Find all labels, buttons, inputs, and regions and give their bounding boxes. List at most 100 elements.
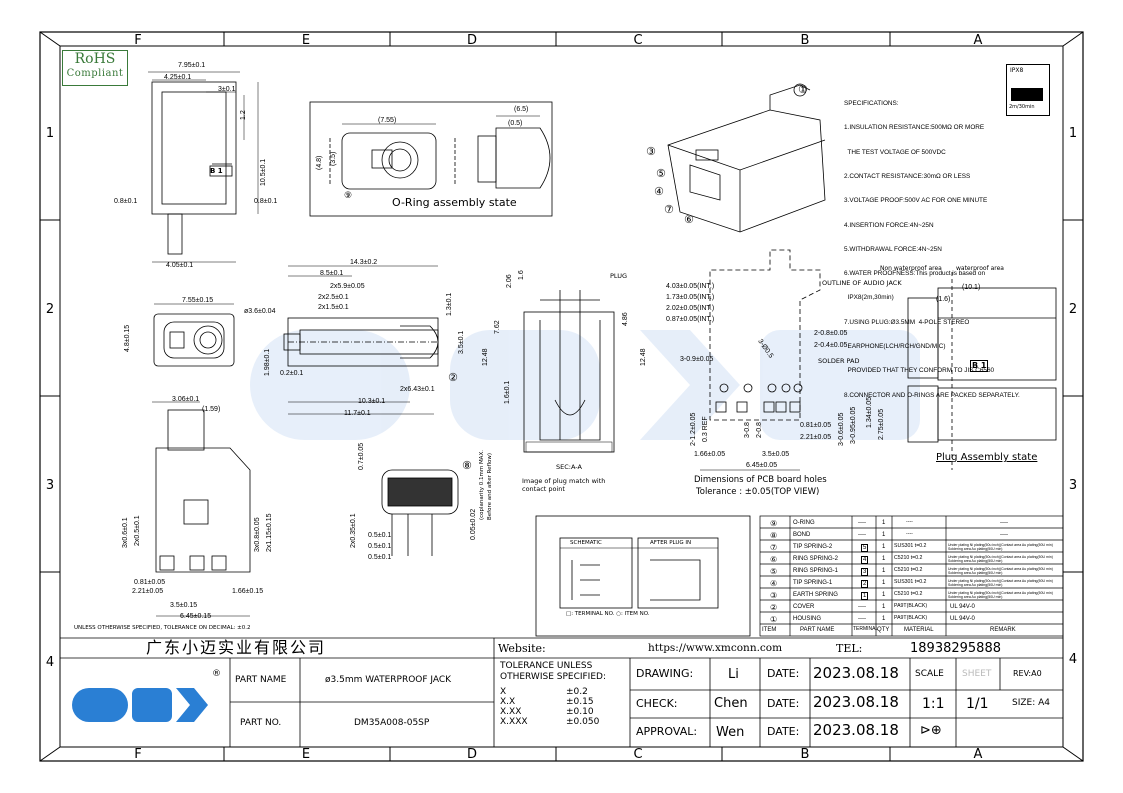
dim-label: 14.3±0.2	[350, 259, 378, 266]
spec-line: PROVIDED THAT THEY CONFORM TO JIS C6560	[844, 367, 995, 375]
dim-label: (4.8)	[316, 155, 323, 170]
zone-col-label: A	[973, 33, 983, 48]
tolerance-value: ±0.2	[566, 687, 588, 697]
dim-label: 1.34±0.05	[866, 396, 873, 428]
bom-cell-mat: C5210 t=0.2	[894, 591, 923, 597]
bom-cell-term: 4	[861, 556, 869, 564]
dim-label: 0.2±0.1	[280, 370, 304, 377]
dim-label: 1.6	[518, 270, 525, 280]
dim-label: 3.5±0.15	[170, 602, 198, 609]
after-plug-label: AFTER PLUG IN	[650, 540, 692, 546]
bom-cell-mat: C5210 t=0.2	[894, 567, 923, 573]
bom-cell-mat: PA9T(BLACK)	[894, 603, 928, 609]
bom-cell-qty: 1	[882, 604, 886, 610]
dim-label: 2x6.43±0.1	[400, 386, 435, 393]
bom-cell-term: 1	[861, 592, 869, 600]
dim-label: 2x2.5±0.1	[318, 294, 349, 301]
dim-label: 3-0.95±0.05	[850, 406, 857, 444]
dim-label: 4.03±0.05(INT.)	[666, 283, 715, 290]
bom-cell-name: EARTH SPRING	[793, 592, 838, 598]
logo-registered: ®	[212, 669, 221, 679]
balloon-3: ③	[646, 145, 656, 158]
gdxm-logo-shape	[72, 688, 208, 722]
bom-cell-term: ----	[858, 604, 866, 610]
bom-cell-rem: Under plating Ni plating(50u inch)(Conta…	[948, 591, 1053, 599]
zone-row-label: 4	[45, 655, 55, 670]
dim-label: 0.87±0.05(INT.)	[666, 316, 715, 323]
balloon-1: ①	[798, 83, 808, 96]
dim-label: 2.21±0.05	[132, 588, 164, 595]
dim-label: 2.06	[506, 274, 513, 288]
balloon-5: ⑤	[656, 167, 666, 180]
bom-cell-name: BOND	[793, 532, 811, 538]
date-label: DATE:	[767, 697, 800, 710]
schematic-legend: □: TERMINAL NO. ○: ITEM NO.	[566, 611, 650, 617]
date-label: DATE:	[767, 725, 800, 738]
dim-label: 3.5±0.1	[458, 330, 465, 354]
spec-line: 4.INSERTION FORCE:4N~25N	[844, 221, 934, 229]
dim-label: (10.1)	[962, 284, 981, 291]
bom-cell-mat: SUS301 t=0.2	[894, 579, 927, 585]
zone-col-label: E	[301, 747, 311, 762]
dim-label: 1.98±0.1	[264, 348, 271, 376]
dim-label: 4.25±0.1	[164, 74, 192, 81]
drawing-frame	[39, 31, 1084, 762]
bom-cell-rem: ----	[1000, 520, 1008, 526]
balloon-2: ②	[448, 371, 458, 384]
dim-label: 0.81±0.05	[800, 422, 832, 429]
spec-line: EARPHONE(LCH/RCH/GND/MIC)	[844, 343, 946, 350]
zone-row-label: 1	[45, 126, 55, 141]
bom-cell-item: ⑦	[770, 543, 778, 552]
dim-label: 6.45±0.15	[180, 613, 212, 620]
bom-cell-mat: C5210 t=0.2	[894, 555, 923, 561]
bom-cell-name: COVER	[793, 604, 815, 610]
tolerance-value: ±0.10	[566, 707, 594, 717]
bom-cell-term: ----	[858, 532, 866, 538]
top-view-left	[153, 303, 235, 367]
part-marking: B 1	[210, 167, 223, 175]
dim-label: 7.55±0.15	[182, 297, 214, 304]
bom-header-cell: MATERIAL	[904, 627, 934, 633]
dim-label: 2.21±0.05	[800, 434, 832, 441]
dim-label: 3x0.8±0.05	[254, 517, 261, 552]
zone-row-label: 2	[1068, 302, 1078, 317]
balloon-8: ⑧	[462, 459, 472, 472]
dim-label: 1.3±0.1	[446, 292, 453, 316]
ipx-rating: IPX8	[1010, 67, 1024, 74]
dim-label: 0.8±0.1	[254, 198, 278, 205]
schematic-label: SCHEMATIC	[570, 540, 602, 546]
dim-label: (1.6)	[936, 296, 951, 303]
dim-label: 2.75±0.05	[878, 408, 885, 440]
section-label: SEC:A-A	[556, 463, 582, 471]
bom-cell-qty: 1	[882, 544, 886, 550]
rev-label-text: REV:	[1013, 669, 1032, 678]
bom-cell-mat: ----	[906, 519, 913, 525]
bom-cell-item: ⑥	[770, 555, 778, 564]
checked-by: Chen	[714, 696, 748, 711]
dim-label: ø3.6±0.04	[244, 308, 276, 315]
dim-label: 8.5±0.1	[320, 270, 344, 277]
dim-label: (7.55)	[378, 117, 397, 124]
company-name: 广东小迈实业有限公司	[146, 638, 327, 657]
bom-cell-term: ----	[858, 520, 866, 526]
website-link[interactable]: https://www.xmconn.com	[648, 642, 783, 654]
size-label-text: SIZE:	[1012, 698, 1036, 708]
balloon-9: ⑨	[344, 191, 353, 201]
zone-col-label: B	[800, 33, 810, 48]
bom-cell-mat: SUS301 t=0.2	[894, 543, 927, 549]
bom-cell-term: ----	[858, 616, 866, 622]
dim-label: 3x0.6±0.1	[122, 517, 129, 548]
tolerance-key: X.XX	[500, 707, 522, 717]
zone-row-label: 1	[1068, 126, 1078, 141]
tolerance-key: X.X	[500, 697, 516, 707]
zone-row-label: 2	[45, 302, 55, 317]
title-block	[60, 637, 1063, 747]
dim-label: (0.5)	[508, 120, 523, 127]
tel-number: 18938295888	[910, 641, 1001, 656]
bom-header-cell: ITEM	[762, 627, 777, 633]
bom-cell-item: ②	[770, 603, 778, 612]
bom-cell-rem: Under plating Ni plating(50u inch)(Conta…	[948, 567, 1053, 575]
spec-title: SPECIFICATIONS:	[844, 100, 899, 108]
part-no-label: PART NO.	[240, 718, 282, 728]
side-view-center	[283, 265, 439, 415]
